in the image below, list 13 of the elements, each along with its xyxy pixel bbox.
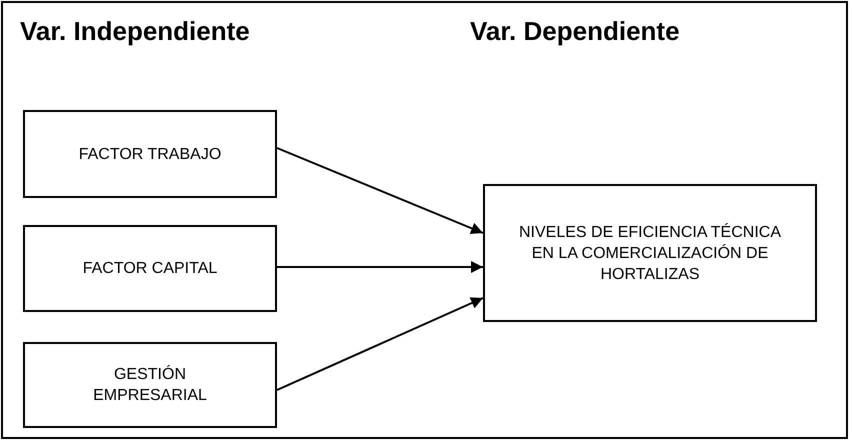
box-text: FACTOR CAPITAL (82, 259, 218, 279)
variable-box (483, 184, 817, 322)
variable-box (23, 225, 277, 312)
arrow (276, 297, 484, 391)
box-text: GESTIÓN EMPRESARIAL (92, 364, 208, 406)
column-heading: Var. Dependiente (470, 16, 680, 47)
box-text: FACTOR TRABAJO (78, 144, 222, 164)
column-heading: Var. Independiente (20, 16, 250, 47)
box-text: NIVELES DE EFICIENCIA TÉCNICA EN LA COMERCIALIZACIÓN DE HORTALIZAS (518, 222, 782, 284)
arrow (276, 147, 484, 234)
variable-box (23, 110, 277, 198)
variable-box (23, 342, 277, 428)
arrow (277, 261, 483, 273)
